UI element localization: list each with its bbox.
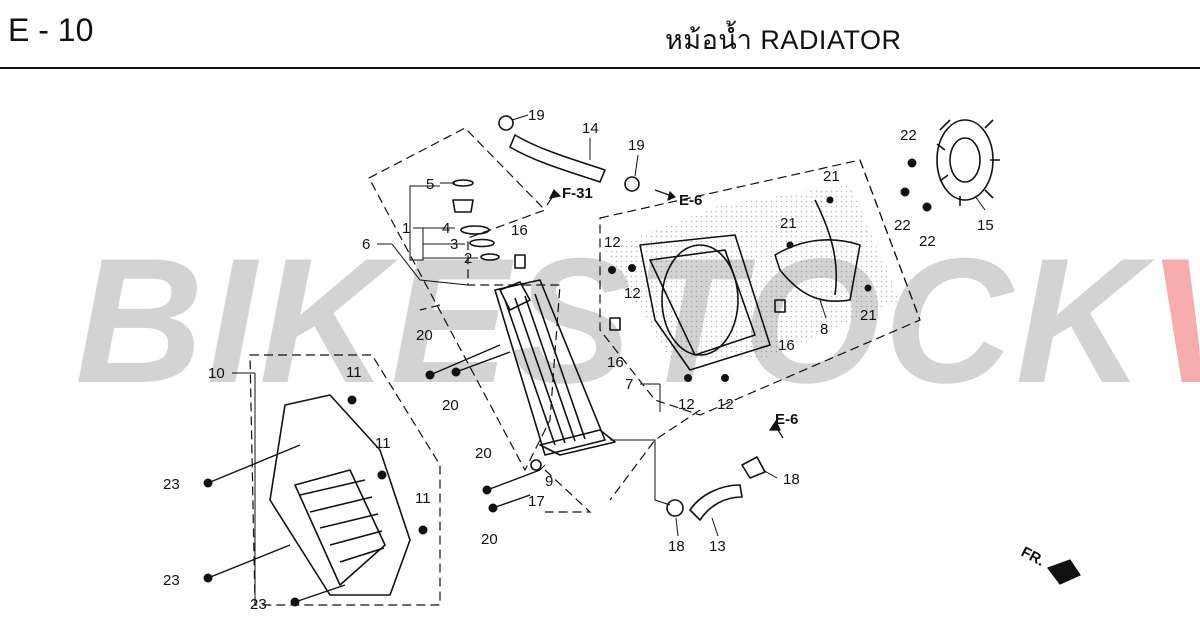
- callout-2: 2: [464, 250, 472, 267]
- callout-22a: 22: [900, 127, 917, 144]
- bolt: [721, 374, 729, 382]
- grommet: [609, 317, 621, 331]
- dotted-shading: [605, 185, 900, 360]
- ref-e6-top: E-6: [679, 192, 702, 209]
- front-arrow-icon: [1047, 559, 1081, 585]
- bolt: [826, 196, 834, 204]
- cover-assembly-boundary: [249, 354, 441, 606]
- callout-20a: 20: [416, 327, 433, 344]
- callout-16c: 16: [778, 337, 795, 354]
- callout-4: 4: [442, 220, 450, 237]
- leader-lines: [232, 114, 986, 605]
- shroud-cover: [774, 239, 861, 302]
- bolt: [290, 584, 346, 607]
- radiator-cap: [452, 179, 500, 261]
- bolt: [900, 187, 910, 197]
- page-code: E - 10: [8, 12, 94, 48]
- lower-hose: [689, 484, 743, 521]
- cooling-fan: [936, 119, 1000, 206]
- callout-18a: 18: [668, 538, 685, 555]
- bolt: [418, 525, 428, 535]
- shroud-band: [814, 199, 838, 296]
- upper-hose: [509, 134, 606, 183]
- callout-3: 3: [450, 236, 458, 253]
- bolt: [377, 470, 387, 480]
- callout-19a: 19: [528, 107, 545, 124]
- bolt: [684, 374, 692, 382]
- bolt: [482, 469, 541, 495]
- bolt: [907, 158, 917, 168]
- callout-23a: 23: [163, 476, 180, 493]
- hose-clamp: [498, 115, 514, 131]
- ref-front: FR.: [1018, 544, 1047, 570]
- callout-6: 6: [362, 236, 370, 253]
- bolt: [347, 395, 357, 405]
- callout-15: 15: [977, 217, 994, 234]
- bolt: [425, 344, 501, 380]
- bolts: [203, 158, 932, 607]
- callout-12d: 12: [717, 396, 734, 413]
- grommet: [774, 299, 786, 313]
- callout-16b: 16: [607, 354, 624, 371]
- bolt: [922, 202, 932, 212]
- bolt: [628, 264, 636, 272]
- callout-8: 8: [820, 321, 828, 338]
- callout-19b: 19: [628, 137, 645, 154]
- callout-11b: 11: [375, 435, 391, 452]
- ref-e6-mid: E-6: [775, 411, 798, 428]
- callout-22b: 22: [894, 217, 911, 234]
- bolt: [451, 351, 511, 377]
- callout-21c: 21: [860, 307, 877, 324]
- hose-clamp: [624, 176, 640, 192]
- drain-plug: [530, 459, 542, 471]
- callout-7: 7: [625, 376, 633, 393]
- radiator-core: [494, 279, 616, 456]
- watermark-part-3: VN: [1147, 221, 1200, 420]
- hose-clamp: [666, 499, 684, 517]
- part-outlines: [269, 115, 1000, 596]
- ref-f31: F-31: [562, 185, 593, 202]
- callout-23c: 23: [250, 596, 267, 613]
- callout-labels: 1 2 3 4 5 6 7 8 9 10 11 11 11 12 12 12 1…: [163, 107, 994, 613]
- callout-5: 5: [426, 176, 434, 193]
- page-title: หม้อน้ำ RADIATOR: [665, 25, 902, 55]
- callout-12b: 12: [624, 285, 641, 302]
- header-divider: [0, 67, 1200, 69]
- callout-12c: 12: [678, 396, 695, 413]
- callout-11a: 11: [346, 364, 362, 381]
- radiator-cover: [269, 394, 411, 596]
- bolt: [608, 266, 616, 274]
- callout-16a: 16: [511, 222, 528, 239]
- callout-14: 14: [582, 120, 599, 137]
- callout-9: 9: [545, 473, 553, 490]
- callout-10: 10: [208, 365, 225, 382]
- bolt: [203, 544, 291, 583]
- callout-20d: 20: [481, 531, 498, 548]
- callout-18b: 18: [783, 471, 800, 488]
- clip: [741, 456, 766, 479]
- callout-12a: 12: [604, 234, 621, 251]
- bolt: [203, 444, 301, 488]
- callout-13: 13: [709, 538, 726, 555]
- callout-20b: 20: [442, 397, 459, 414]
- bolt: [488, 494, 531, 513]
- fan-shroud: [639, 234, 771, 371]
- callout-11c: 11: [415, 490, 431, 507]
- callout-23b: 23: [163, 572, 180, 589]
- callout-1: 1: [402, 220, 410, 237]
- reference-arrows: [546, 188, 1081, 585]
- callout-22c: 22: [919, 233, 936, 250]
- callout-17: 17: [528, 493, 545, 510]
- callout-21b: 21: [780, 215, 797, 232]
- bolt: [786, 241, 794, 249]
- callout-20c: 20: [475, 445, 492, 462]
- bolt: [864, 284, 872, 292]
- callout-21a: 21: [823, 168, 840, 185]
- grommet: [514, 254, 526, 269]
